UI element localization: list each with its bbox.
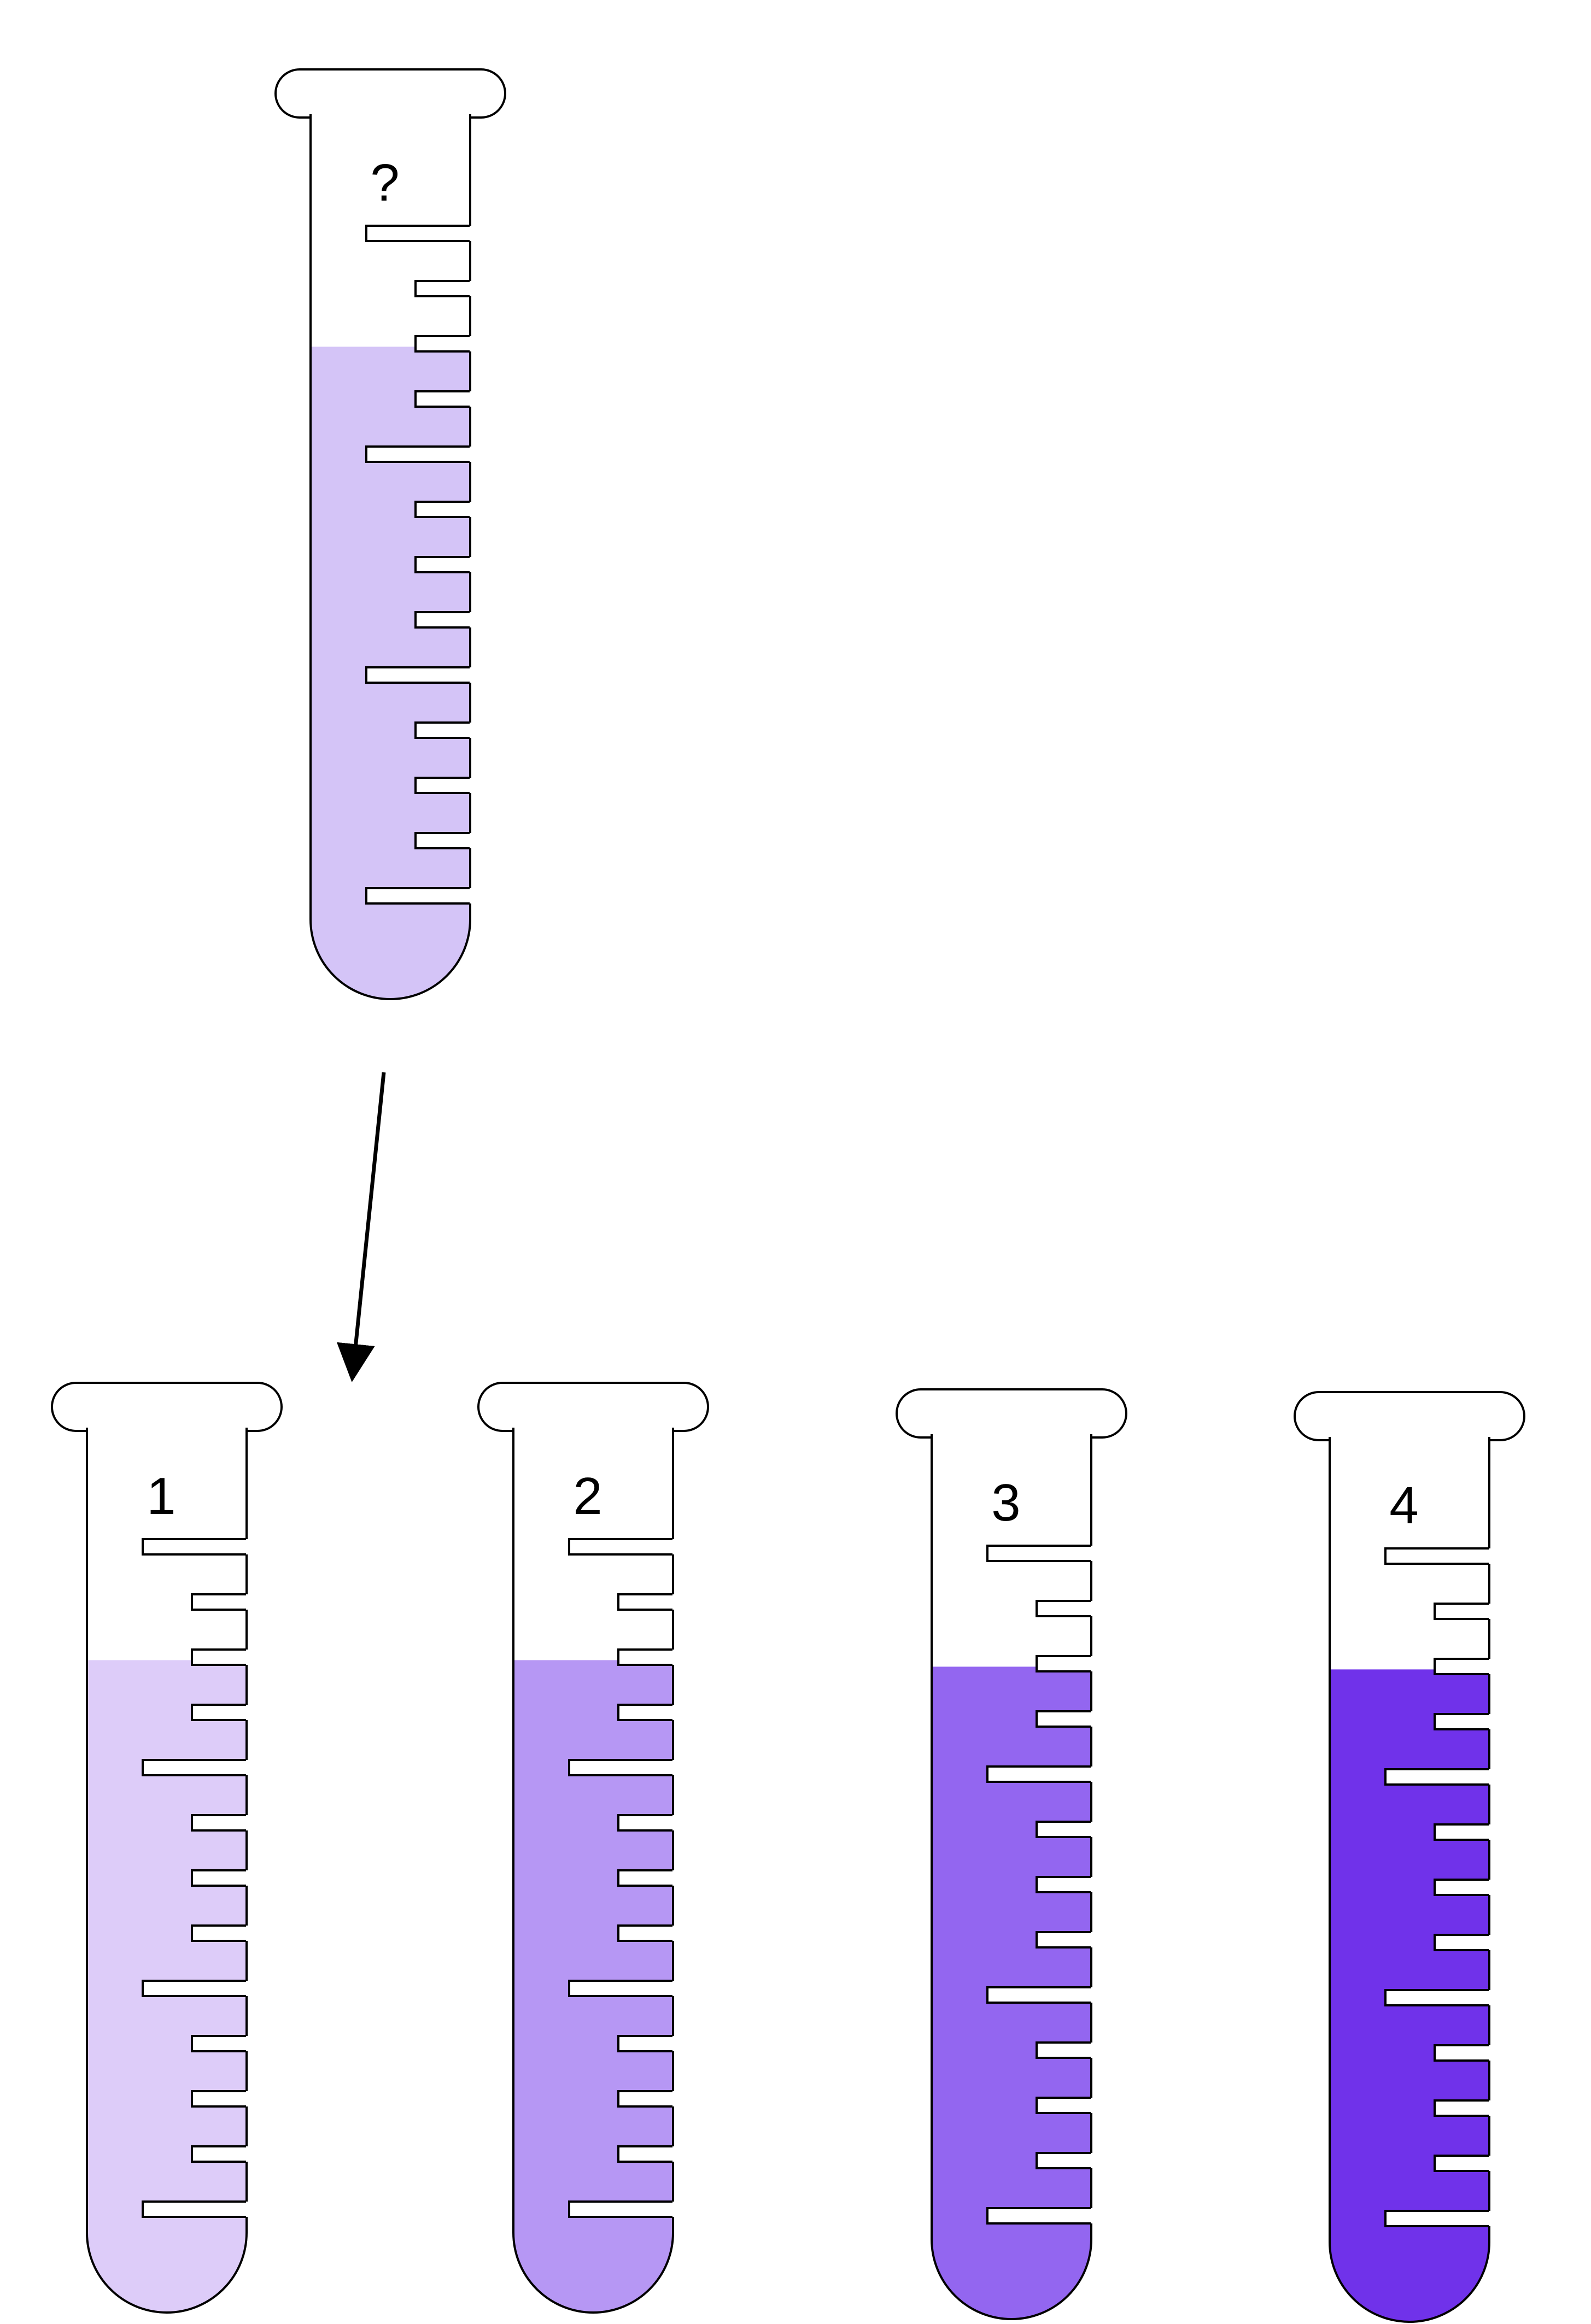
graduation-minor	[414, 390, 473, 408]
answer-test-tube-1: 1	[51, 1382, 283, 2314]
tube-body	[1329, 1437, 1490, 2323]
tube-label: 1	[147, 1467, 176, 1525]
tube-neck	[88, 1425, 245, 1433]
tube-body	[86, 1428, 248, 2314]
graduation-minor	[1036, 1876, 1094, 1893]
graduation-minor	[1036, 2097, 1094, 2114]
tube-label: 2	[573, 1467, 602, 1525]
graduation-minor	[1036, 1600, 1094, 1617]
graduation-minor	[1434, 2099, 1492, 2117]
graduation-major	[142, 1759, 249, 1776]
graduation-major	[1384, 1768, 1492, 1786]
graduation-major	[142, 2200, 249, 2218]
graduation-minor	[191, 2145, 249, 2163]
wall-cover	[672, 1536, 676, 2220]
graduation-minor	[414, 556, 473, 573]
graduation-minor	[191, 2035, 249, 2052]
graduation-major	[142, 1980, 249, 1997]
graduation-minor	[617, 2035, 676, 2052]
graduation-minor	[414, 721, 473, 739]
graduation-minor	[1434, 1713, 1492, 1730]
graduation-minor	[414, 501, 473, 518]
graduation-minor	[414, 777, 473, 794]
graduation-major	[986, 1765, 1094, 1783]
tube-lip	[1294, 1391, 1525, 1441]
graduation-major	[365, 225, 473, 242]
tube-label: 4	[1389, 1476, 1418, 1535]
tube-body	[931, 1434, 1092, 2320]
graduation-minor	[1434, 1934, 1492, 1951]
graduation-minor	[1434, 2155, 1492, 2172]
graduation-minor	[1434, 1823, 1492, 1841]
graduation-major	[1384, 2210, 1492, 2227]
tube-neck	[933, 1432, 1090, 1440]
tube-lip	[896, 1388, 1127, 1439]
tube-label: 3	[991, 1474, 1020, 1532]
graduation-minor	[191, 2090, 249, 2108]
graduation-minor	[1036, 1655, 1094, 1672]
graduation-minor	[414, 832, 473, 849]
graduation-minor	[617, 1648, 676, 1666]
graduation-minor	[191, 1593, 249, 1611]
graduation-major	[986, 1986, 1094, 2004]
graduation-minor	[191, 1648, 249, 1666]
graduation-minor	[414, 280, 473, 297]
wall-cover	[1489, 1545, 1492, 2229]
tube-body	[309, 114, 471, 1000]
graduation-minor	[1036, 2152, 1094, 2169]
graduation-minor	[617, 1704, 676, 1721]
graduation-minor	[1036, 2041, 1094, 2059]
graduation-minor	[191, 1814, 249, 1832]
graduation-minor	[414, 335, 473, 353]
graduation-major	[1384, 1989, 1492, 2006]
graduation-major	[986, 1545, 1094, 1562]
graduation-minor	[191, 1704, 249, 1721]
wall-cover	[470, 222, 473, 907]
graduation-minor	[617, 1814, 676, 1832]
answer-test-tube-2: 2	[477, 1382, 709, 2314]
graduation-major	[1384, 1547, 1492, 1565]
graduation-major	[568, 2200, 676, 2218]
graduation-minor	[1434, 1879, 1492, 1896]
tube-label: ?	[370, 154, 399, 212]
query-test-tube: ?	[274, 68, 506, 1000]
answer-test-tube-4: 4	[1294, 1391, 1525, 2323]
graduation-minor	[617, 1869, 676, 1887]
tube-lip	[274, 68, 506, 119]
tube-neck	[1331, 1435, 1488, 1442]
tube-body	[512, 1428, 674, 2314]
graduation-minor	[191, 1869, 249, 1887]
graduation-major	[365, 445, 473, 463]
graduation-major	[986, 2207, 1094, 2225]
graduation-minor	[1036, 1931, 1094, 1949]
graduation-major	[568, 1538, 676, 1556]
graduation-minor	[617, 1593, 676, 1611]
wall-cover	[1091, 1542, 1094, 2227]
graduation-minor	[1434, 1658, 1492, 1675]
tube-lip	[477, 1382, 709, 1432]
wall-cover	[246, 1536, 249, 2220]
tube-neck	[514, 1425, 672, 1433]
graduation-major	[568, 1759, 676, 1776]
arrow	[336, 1072, 386, 1382]
graduation-major	[142, 1538, 249, 1556]
graduation-minor	[1434, 2044, 1492, 2062]
graduation-minor	[617, 1924, 676, 1942]
graduation-major	[568, 1980, 676, 1997]
tube-neck	[312, 112, 469, 120]
graduation-major	[365, 666, 473, 684]
graduation-minor	[414, 611, 473, 629]
tube-lip	[51, 1382, 283, 1432]
graduation-minor	[1434, 1603, 1492, 1620]
graduation-minor	[191, 1924, 249, 1942]
graduation-minor	[1036, 1821, 1094, 1838]
graduation-minor	[617, 2090, 676, 2108]
graduation-minor	[1036, 1710, 1094, 1728]
graduation-minor	[617, 2145, 676, 2163]
answer-test-tube-3: 3	[896, 1388, 1127, 2320]
graduation-major	[365, 887, 473, 905]
